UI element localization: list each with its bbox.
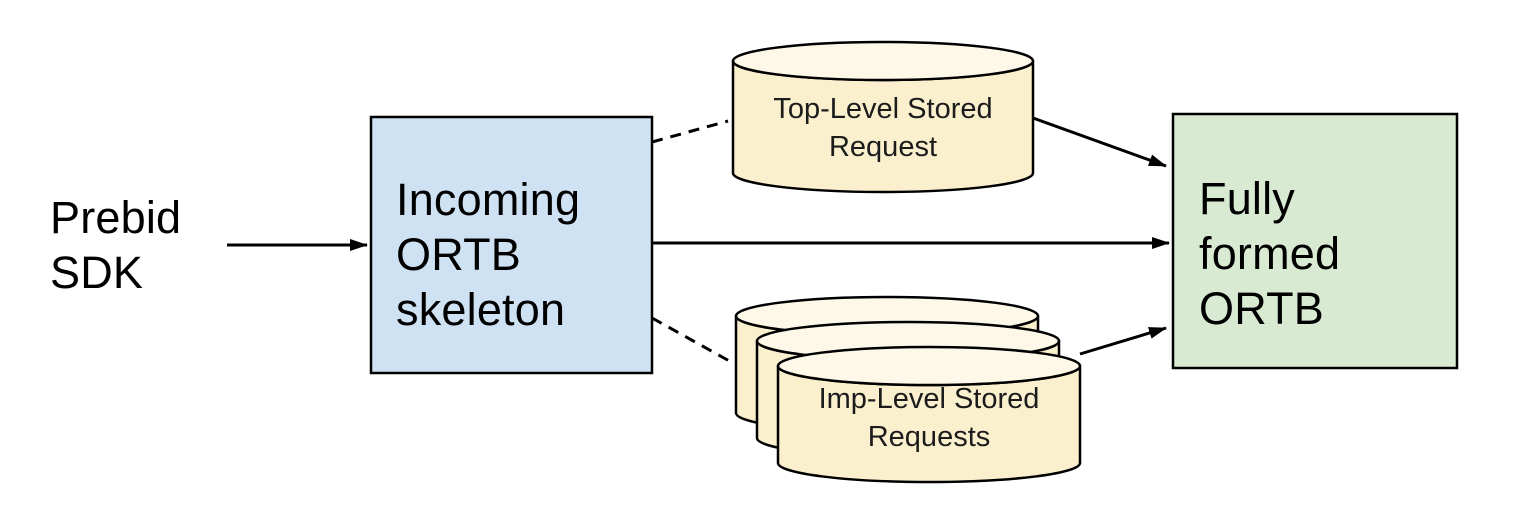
edge-incoming-to-imp-stored-dashed [651,316,734,365]
fully-formed-ortb-box [1171,112,1459,370]
edge-imp-stored-to-fully-formed-arrow [1079,326,1167,356]
incoming-ortb-skeleton-label: Incoming ORTB skeleton [396,173,581,335]
top-level-stored-request-label: Top-Level Stored Request [773,93,993,163]
incoming-ortb-skeleton-box [369,115,654,375]
fully-formed-ortb-label: Fully formed ORTB [1199,172,1341,334]
top-level-stored-request-cylinder [731,40,1035,194]
prebid-sdk-label: Prebid SDK [50,192,182,298]
edge-top-stored-to-fully-formed-arrow [1032,116,1167,168]
imp-level-stored-requests-label: Imp-Level Stored Requests [818,383,1040,453]
imp-level-stored-requests-cylinder-stack [734,295,1082,484]
cylinder-lid [776,345,1082,387]
cylinder-lid [731,40,1035,82]
cylinder-front [776,345,1082,484]
edge-incoming-to-top-stored-dashed [651,119,729,144]
